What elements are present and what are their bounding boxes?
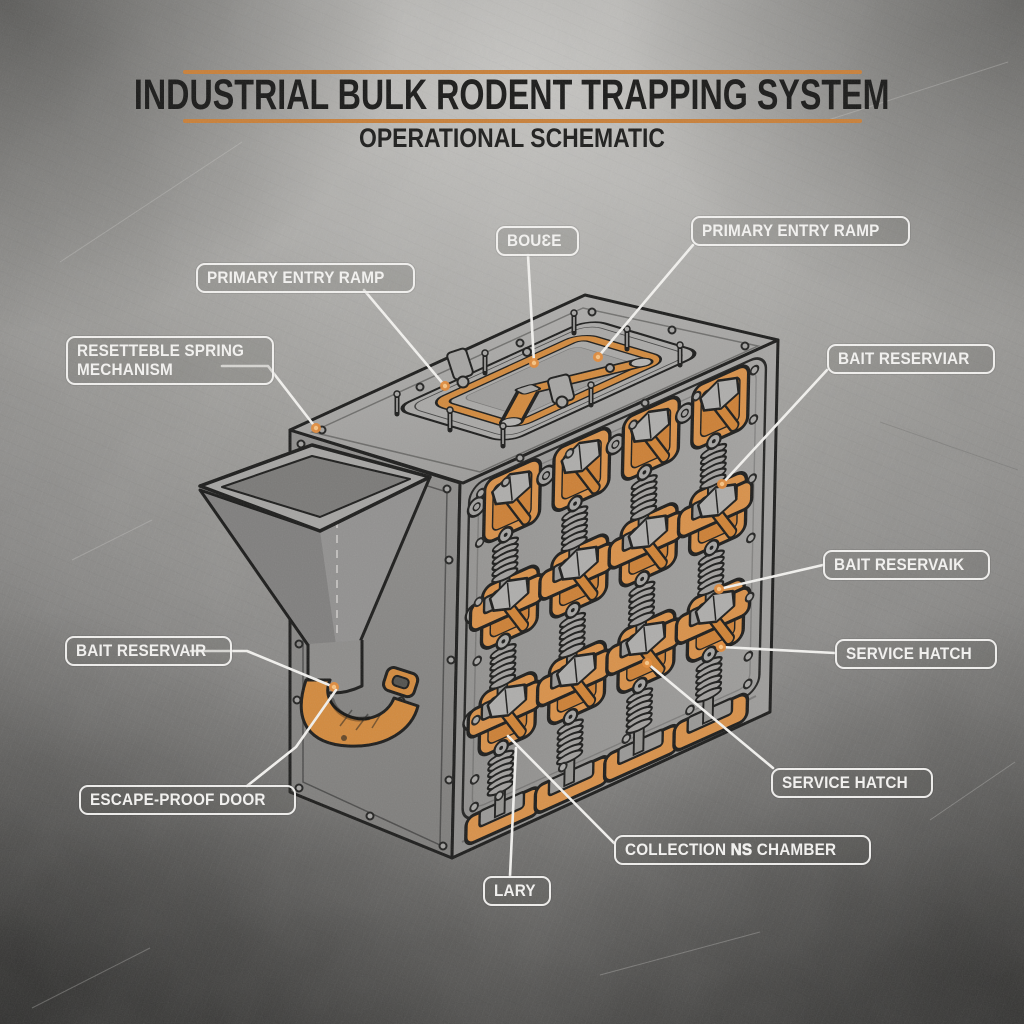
callout-label: PRIMARY ENTRY RAMP (207, 268, 385, 287)
callout-service-hatch-lower: SERVICE HATCH (771, 768, 933, 798)
callout-label: PRIMARY ENTRY RAMP (702, 221, 880, 240)
callout-collection-chamber: COLLECTION NS CHAMBER (614, 835, 871, 865)
callout-escape-proof-door: ESCAPE-PROOF DOOR (79, 785, 297, 815)
callout-bait-reserviar-right: BAIT RESERVIAR (827, 344, 996, 374)
callout-resetteble-spring-mechanism: RESETTEBLE SPRING MECHANISM (66, 336, 274, 385)
callout-label-line2: MECHANISM (77, 360, 173, 379)
callout-label: BAIT RESERVIAR (838, 349, 970, 368)
page-subtitle: OPERATIONAL SCHEMATIC (0, 123, 1024, 153)
callout-label: LARY (494, 881, 536, 900)
callout-label: BOUƐE (507, 231, 562, 250)
callout-boule: BOUƐE (496, 226, 579, 256)
callout-bait-reservair-left: BAIT RESERVAIR (65, 636, 232, 666)
callout-primary-entry-ramp-left: PRIMARY ENTRY RAMP (196, 263, 416, 293)
callout-label: SERVICE HATCH (846, 644, 972, 663)
callout-label: COLLECTION NS CHAMBER (625, 840, 837, 860)
callout-service-hatch-upper: SERVICE HATCH (835, 639, 997, 669)
callout-primary-entry-ramp-right: PRIMARY ENTRY RAMP (691, 216, 911, 246)
page-title: INDUSTRIAL BULK RODENT TRAPPING SYSTEM (0, 73, 1024, 117)
title-text: INDUSTRIAL BULK RODENT TRAPPING SYSTEM (134, 71, 890, 119)
callout-label: BAIT RESERVAIK (834, 555, 965, 574)
callout-lary: LARY (483, 876, 552, 906)
callout-label: BAIT RESERVAIR (76, 641, 207, 660)
subtitle-text: OPERATIONAL SCHEMATIC (358, 123, 665, 153)
callout-label: ESCAPE-PROOF DOOR (90, 790, 266, 809)
callout-bait-reservaik-right: BAIT RESERVAIK (823, 550, 990, 580)
callout-label-line1: RESETTEBLE SPRING (77, 341, 245, 360)
callout-label: SERVICE HATCH (782, 773, 908, 792)
